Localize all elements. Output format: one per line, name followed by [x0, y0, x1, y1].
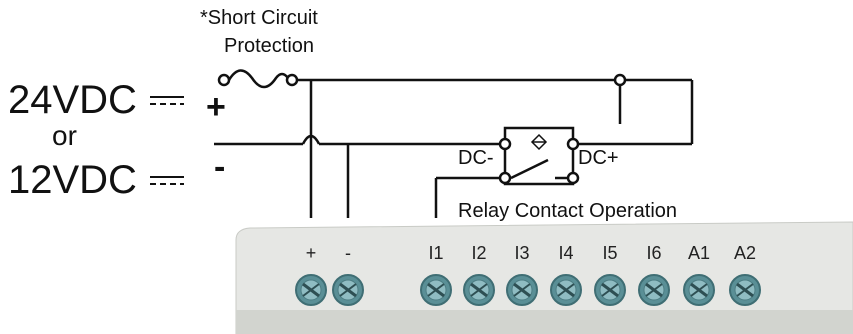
fuse-left-terminal: [217, 73, 231, 87]
terminal-label: I3: [514, 243, 530, 263]
relay-coil-icon: [530, 133, 548, 151]
relay-dc-minus-label: DC-: [458, 147, 494, 169]
voltage-12vdc-label: 12VDC: [8, 158, 137, 202]
screw-icon[interactable]: [729, 274, 761, 306]
protection-label-line2: Protection: [224, 35, 315, 57]
relay-dc-plus-label: DC+: [578, 147, 619, 169]
voltage-24vdc-label: 24VDC: [8, 78, 137, 122]
supply-wiring: [214, 69, 694, 218]
terminal-label: I6: [646, 243, 662, 263]
screw-icon[interactable]: [463, 274, 495, 306]
wire-crossover: [301, 134, 321, 145]
screw-terminals: [295, 274, 761, 306]
screw-icon[interactable]: [638, 274, 670, 306]
terminal-label: -: [345, 243, 351, 263]
relay-terminal-dc-minus: [498, 137, 512, 151]
relay-terminal-out-right: [566, 171, 580, 185]
relay-symbol: [498, 126, 580, 186]
terminal-label: I2: [471, 243, 487, 263]
screw-icon[interactable]: [332, 274, 364, 306]
terminal-label: A2: [733, 243, 757, 263]
screw-icon[interactable]: [550, 274, 582, 306]
terminal-label: I5: [602, 243, 618, 263]
relay-terminal-dc-plus: [566, 137, 580, 151]
terminal-label: A1: [687, 243, 711, 263]
terminal-block: [235, 221, 853, 334]
terminal-label: +: [305, 243, 317, 263]
top-junction: [613, 73, 627, 87]
fuse-icon: [227, 69, 289, 89]
fuse-right-terminal: [285, 73, 299, 87]
minus-sign-label: -: [214, 148, 226, 186]
screw-icon[interactable]: [420, 274, 452, 306]
terminal-label: I4: [558, 243, 574, 263]
screw-icon[interactable]: [506, 274, 538, 306]
relay-caption: Relay Contact Operation: [458, 200, 678, 222]
screw-icon[interactable]: [295, 274, 327, 306]
plus-sign-label: +: [206, 88, 226, 126]
screw-icon[interactable]: [683, 274, 715, 306]
terminal-label: I1: [428, 243, 444, 263]
protection-label-line1: *Short Circuit: [200, 7, 318, 29]
or-label: or: [52, 120, 77, 151]
relay-contact-switch: [510, 158, 549, 180]
terminal-block-shadow: [236, 310, 853, 334]
screw-icon[interactable]: [594, 274, 626, 306]
relay-terminal-out-left: [498, 171, 512, 185]
dc-symbols: [150, 96, 184, 185]
